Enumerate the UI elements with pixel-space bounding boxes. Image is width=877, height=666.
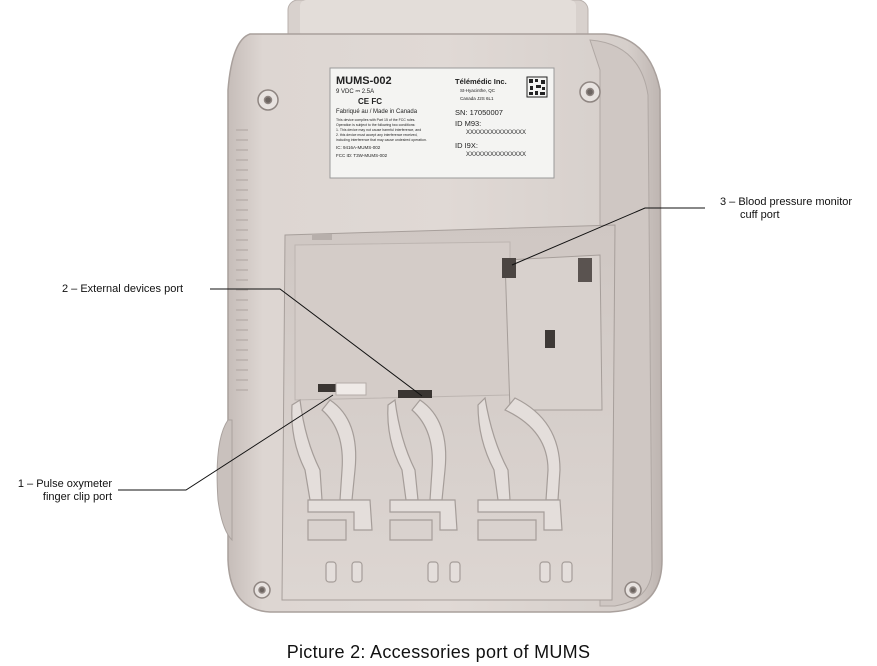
qr-code <box>526 76 548 98</box>
label-compliance-3: 1. This device may not cause harmful int… <box>336 128 422 132</box>
callout-port-3-line1: 3 – Blood pressure monitor <box>720 196 853 208</box>
label-power: 9 VDC ⎓ 2.5A <box>336 89 375 95</box>
callout-port-3-line2: cuff port <box>740 209 780 221</box>
label-model: MUMS-002 <box>336 75 392 87</box>
label-compliance-2: Operation is subject to the following tw… <box>336 123 416 127</box>
label-made-in: Fabriqué au / Made in Canada <box>336 109 418 115</box>
label-city: St-Hyacinthe, QC <box>460 88 496 93</box>
product-label <box>329 67 555 179</box>
figure-caption: Picture 2: Accessories port of MUMS <box>286 642 591 662</box>
label-id1: ID M93: <box>455 119 482 128</box>
label-compliance-5: including interference that may cause un… <box>336 138 427 142</box>
left-ridges <box>236 129 248 391</box>
label-id1-value: XXXXXXXXXXXXXXX <box>466 130 527 136</box>
label-compliance-1: This device complies with Part 15 of the… <box>336 118 416 122</box>
label-ic: IC: 9416A-MUMS-002 <box>336 145 381 150</box>
callout-port-1-line2: finger clip port <box>42 491 112 503</box>
device-photo <box>118 0 705 613</box>
callout-port-3: 3 – Blood pressure monitor cuff port <box>720 196 852 222</box>
label-id2: ID I9X: <box>455 141 478 150</box>
callout-lines <box>118 207 705 491</box>
callout-port-2: 2 – External devices port <box>62 283 184 295</box>
label-marks: CE FC <box>358 97 382 106</box>
callout-port-1: 1 – Pulse oxymeter finger clip port <box>0 478 112 504</box>
screw-holes <box>253 81 642 599</box>
label-country: Canada J2S 6L1 <box>460 96 494 101</box>
label-fcc-id: FCC ID: T3W-MUMS-002 <box>336 153 388 158</box>
label-serial: SN: 17050007 <box>455 108 503 117</box>
callout-port-1-line1: 1 – Pulse oxymeter <box>17 478 112 490</box>
label-company: Télémédic Inc. <box>455 77 507 86</box>
label-id2-value: XXXXXXXXXXXXXXX <box>466 152 527 158</box>
cable-guides <box>291 396 573 583</box>
label-compliance-4: 2. this device must accept any interfere… <box>336 133 418 137</box>
